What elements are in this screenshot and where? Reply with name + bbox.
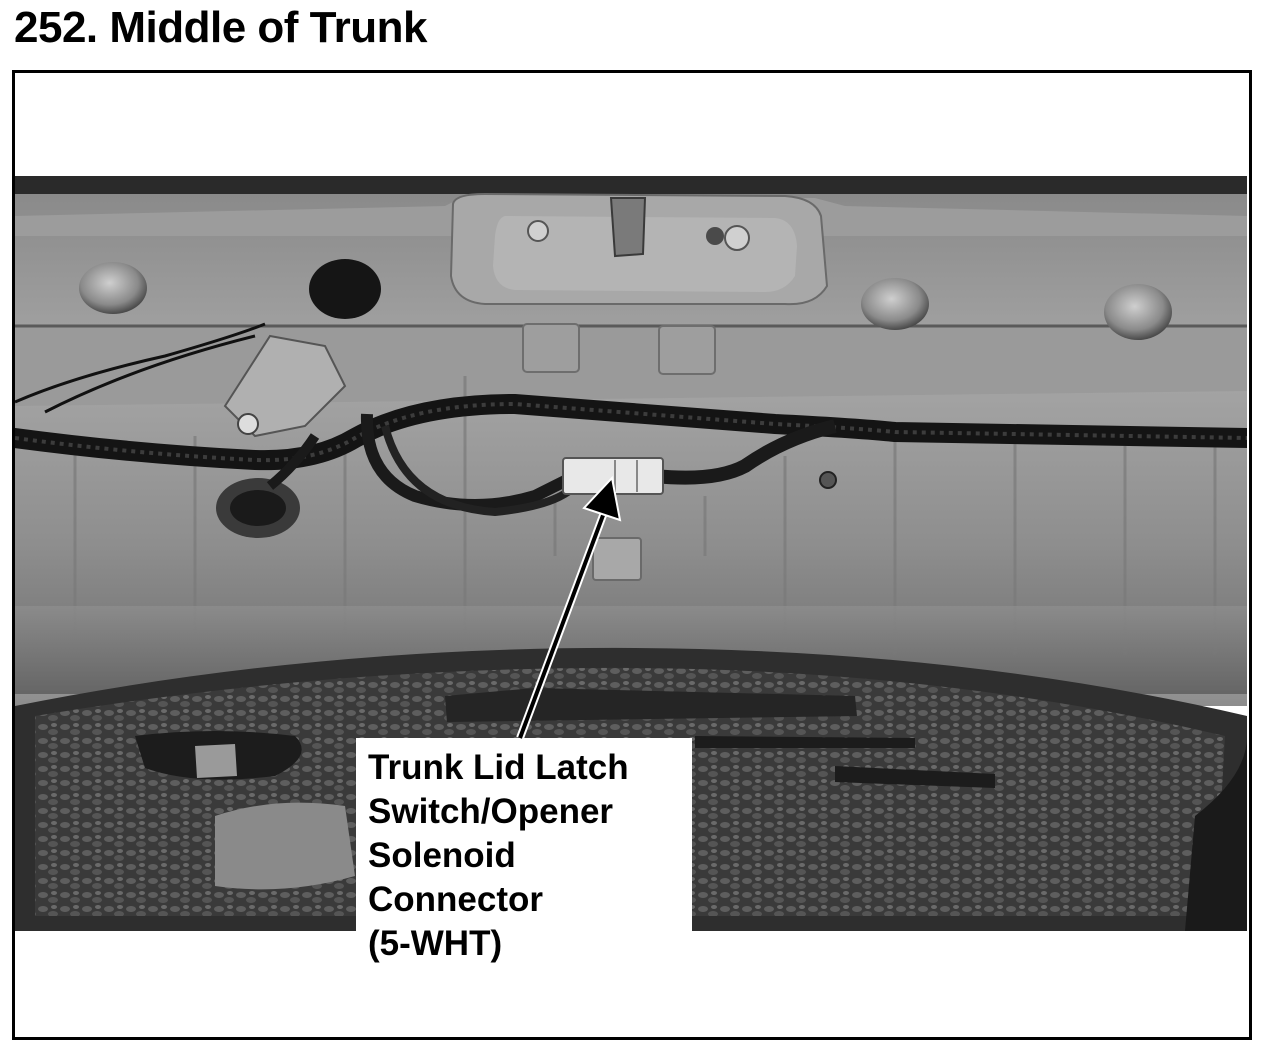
label-line: Solenoid xyxy=(368,836,516,875)
label-line: Trunk Lid Latch xyxy=(368,748,629,787)
page-title: 252. Middle of Trunk xyxy=(14,3,427,52)
label-line: Connector xyxy=(368,880,543,919)
connector-label: Trunk Lid Latch Switch/Opener Solenoid C… xyxy=(368,746,629,966)
label-line: (5-WHT) xyxy=(368,924,503,963)
callout-box xyxy=(356,738,692,938)
label-line: Switch/Opener xyxy=(368,792,614,831)
